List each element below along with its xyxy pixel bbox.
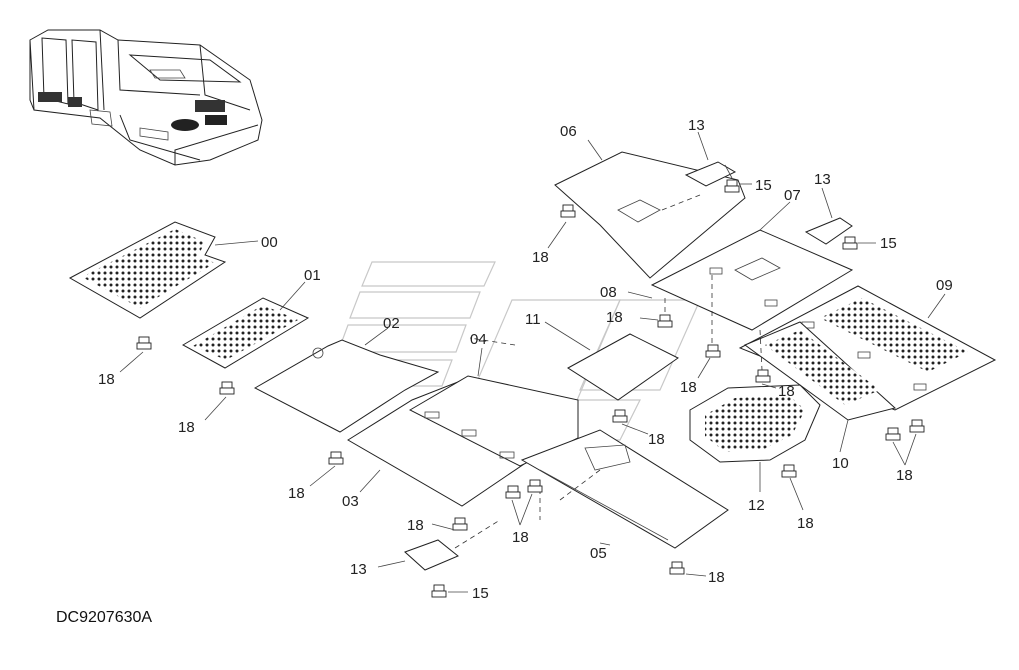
bolt-18 (669, 561, 685, 575)
bolt-18 (909, 419, 925, 433)
callout-01: 01 (304, 267, 321, 284)
callout-15-top: 15 (755, 177, 772, 194)
part-12-perforated-plate (689, 384, 821, 463)
bolt-18 (527, 479, 543, 493)
bolt-18 (705, 344, 721, 358)
callout-18: 18 (606, 309, 623, 326)
bolts (136, 179, 925, 598)
bolt-18 (885, 427, 901, 441)
callout-18: 18 (680, 379, 697, 396)
callout-13-top: 13 (688, 117, 705, 134)
callout-13-right: 13 (814, 171, 831, 188)
bolt-15 (724, 179, 740, 193)
callout-10: 10 (832, 455, 849, 472)
bolt-18 (505, 485, 521, 499)
part-13-bracket-top (684, 161, 737, 187)
part-04-panel (408, 375, 579, 467)
callout-18: 18 (407, 517, 424, 534)
callout-13-bottom: 13 (350, 561, 367, 578)
callout-05: 05 (590, 545, 607, 562)
callout-18: 18 (178, 419, 195, 436)
callout-07: 07 (784, 187, 801, 204)
callout-02: 02 (383, 315, 400, 332)
callout-15-right: 15 (880, 235, 897, 252)
callout-08: 08 (600, 284, 617, 301)
bolt-15 (431, 584, 447, 598)
bolt-15 (842, 236, 858, 250)
callout-00: 00 (261, 234, 278, 251)
callout-18: 18 (778, 383, 795, 400)
callout-18: 18 (708, 569, 725, 586)
part-07-panel (650, 229, 854, 331)
callout-18: 18 (797, 515, 814, 532)
part-06-panel (554, 151, 746, 279)
callout-18: 18 (512, 529, 529, 546)
diagram-code: DC9207630A (56, 609, 152, 626)
bolt-18 (560, 204, 576, 218)
callout-labels: 00 01 02 03 04 05 06 07 08 09 10 11 12 1… (98, 117, 953, 602)
part-13-bracket-right (804, 217, 853, 245)
bolt-18 (612, 409, 628, 423)
leader-lines (119, 131, 946, 593)
callout-09: 09 (936, 277, 953, 294)
callout-11: 11 (525, 311, 541, 328)
callout-04: 04 (470, 331, 487, 348)
callout-03: 03 (342, 493, 359, 510)
callout-15-bottom: 15 (472, 585, 489, 602)
machine-overview-illustration (29, 29, 263, 166)
bolt-18 (219, 381, 235, 395)
part-05-panel (520, 429, 729, 549)
part-01-perforated-mat (181, 297, 310, 369)
callout-18: 18 (896, 467, 913, 484)
part-11-plate (567, 333, 679, 401)
bolt-18 (755, 369, 771, 383)
part-10-perforated-panel (743, 321, 897, 421)
bolt-18 (657, 314, 673, 328)
part-13-bracket-bottom (404, 539, 459, 571)
connection-lines (454, 275, 763, 549)
bolt-18 (136, 336, 152, 350)
callout-18: 18 (648, 431, 665, 448)
callout-18: 18 (532, 249, 549, 266)
bolt-18 (328, 451, 344, 465)
callout-06: 06 (560, 123, 577, 140)
callout-12: 12 (748, 497, 765, 514)
part-02-mat (253, 339, 440, 433)
callout-18: 18 (288, 485, 305, 502)
part-00-perforated-mat (68, 221, 227, 319)
bolt-18 (781, 464, 797, 478)
bolt-18 (452, 517, 468, 531)
callout-18: 18 (98, 371, 115, 388)
